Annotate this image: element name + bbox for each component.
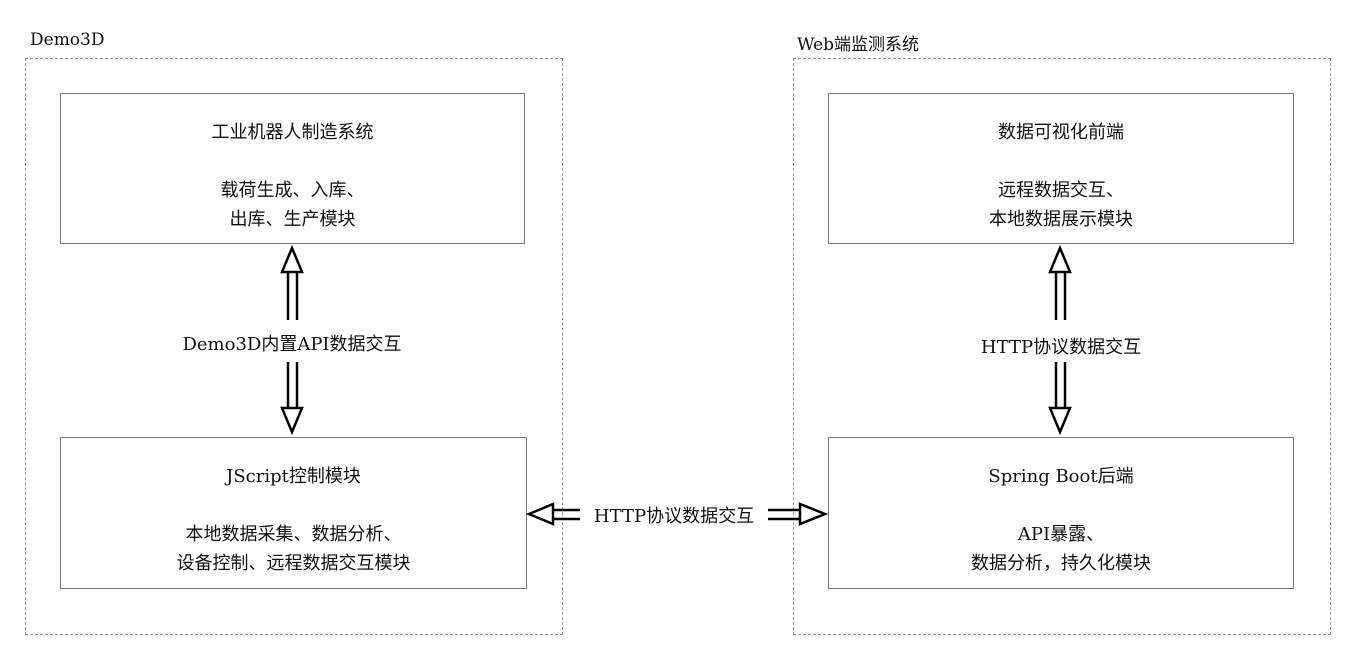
box-line: 远程数据交互、 [998,180,1124,201]
box-line: 出库、生产模块 [229,209,356,230]
group-demo3d [25,58,563,635]
box-title: JScript控制模块 [226,466,361,487]
box-title: Spring Boot后端 [988,466,1134,487]
box-backend: Spring Boot后端 API暴露、数据分析，持久化模块 [828,437,1294,589]
box-jscript: JScript控制模块 本地数据采集、数据分析、设备控制、远程数据交互模块 [60,437,527,589]
box-line: 本地数据展示模块 [989,209,1133,230]
box-line: 载荷生成、入库、 [220,180,365,201]
box-frontend: 数据可视化前端 远程数据交互、本地数据展示模块 [828,93,1294,244]
box-line: API暴露、 [1017,524,1105,545]
group-label-demo3d: Demo3D [30,30,105,50]
arrow-horizontal [525,502,829,526]
group-web-monitor [793,58,1331,635]
group-label-web: Web端监测系统 [797,35,920,55]
arrow-left-vertical [280,244,304,436]
box-title: 数据可视化前端 [998,122,1124,143]
box-robot-system: 工业机器人制造系统 载荷生成、入库、出库、生产模块 [60,93,525,244]
box-title: 工业机器人制造系统 [211,122,374,143]
box-line: 本地数据采集、数据分析、 [185,524,402,545]
box-line: 数据分析，持久化模块 [971,553,1151,574]
edge-label-http-vertical: HTTP协议数据交互 [980,333,1142,359]
edge-label-demo3d-api: Demo3D内置API数据交互 [182,330,402,356]
box-line: 设备控制、远程数据交互模块 [176,553,411,574]
edge-label-http-horizontal: HTTP协议数据交互 [593,502,755,528]
arrow-right-vertical [1048,244,1072,436]
